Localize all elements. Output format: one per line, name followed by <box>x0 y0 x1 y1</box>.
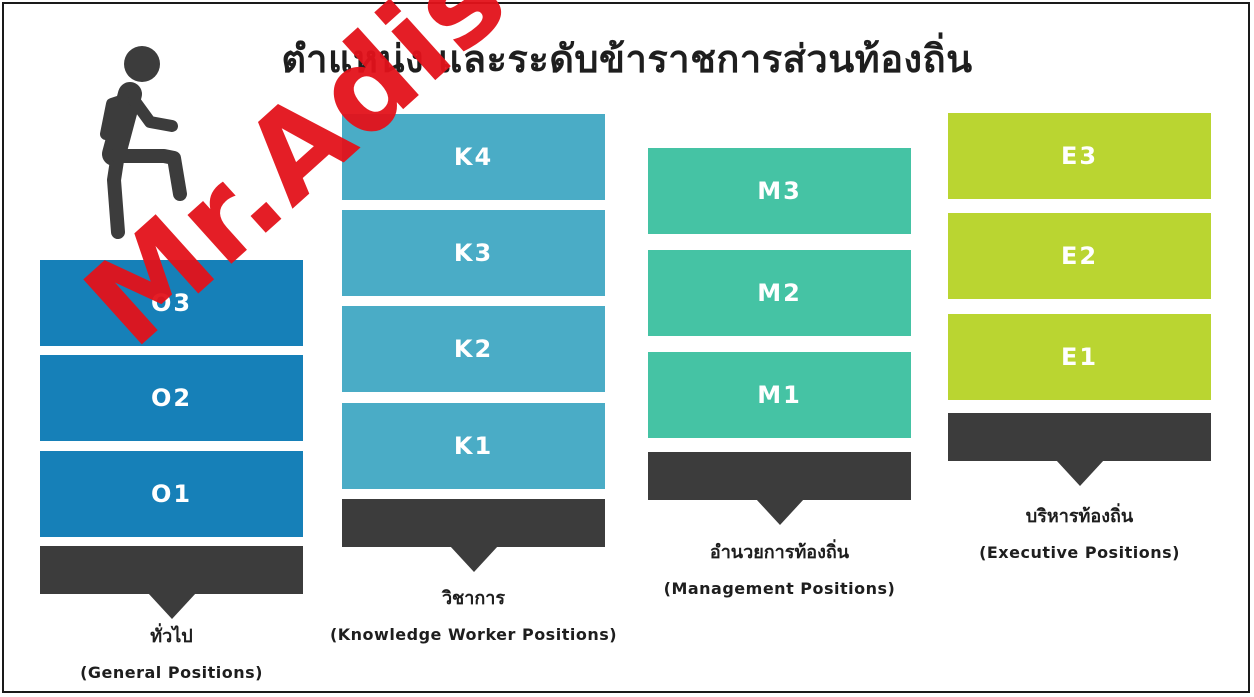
level-block-e1: E1 <box>948 314 1211 400</box>
group-base-executive <box>948 413 1211 461</box>
group-label-th: บริหารท้องถิ่น <box>1025 506 1134 527</box>
level-block-k2: K2 <box>342 306 605 392</box>
level-block-e2: E2 <box>948 213 1211 299</box>
group-base-knowledge <box>342 499 605 547</box>
group-label-en: (General Positions) <box>80 663 263 682</box>
level-block-m3: M3 <box>648 148 911 234</box>
group-label-management: อำนวยการท้องถิ่น (Management Positions) <box>600 540 959 602</box>
diagram-title: ตำแหน่ง และระดับข้าราชการส่วนท้องถิ่น <box>281 37 973 81</box>
down-arrow-icon <box>756 499 804 525</box>
group-label-general: ทั่วไป (General Positions) <box>40 624 303 686</box>
level-block-o2: O2 <box>40 355 303 441</box>
down-arrow-icon <box>1056 460 1104 486</box>
person-climbing-icon <box>100 46 187 239</box>
group-base-management <box>648 452 911 500</box>
level-block-o1: O1 <box>40 451 303 537</box>
group-label-th: ทั่วไป <box>150 626 193 647</box>
group-label-executive: บริหารท้องถิ่น (Executive Positions) <box>928 504 1231 566</box>
level-block-k4: K4 <box>342 114 605 200</box>
level-block-o3: O3 <box>40 260 303 346</box>
group-base-general <box>40 546 303 594</box>
group-label-en: (Executive Positions) <box>979 543 1180 562</box>
group-label-en: (Management Positions) <box>663 579 896 598</box>
level-block-e3: E3 <box>948 113 1211 199</box>
level-block-m1: M1 <box>648 352 911 438</box>
group-label-knowledge: วิชาการ (Knowledge Worker Positions) <box>280 586 667 648</box>
down-arrow-icon <box>450 546 498 572</box>
level-block-k3: K3 <box>342 210 605 296</box>
down-arrow-icon <box>148 593 196 619</box>
group-label-en: (Knowledge Worker Positions) <box>329 625 618 644</box>
level-block-k1: K1 <box>342 403 605 489</box>
level-block-m2: M2 <box>648 250 911 336</box>
group-label-th: อำนวยการท้องถิ่น <box>709 542 850 563</box>
group-label-th: วิชาการ <box>441 588 506 609</box>
